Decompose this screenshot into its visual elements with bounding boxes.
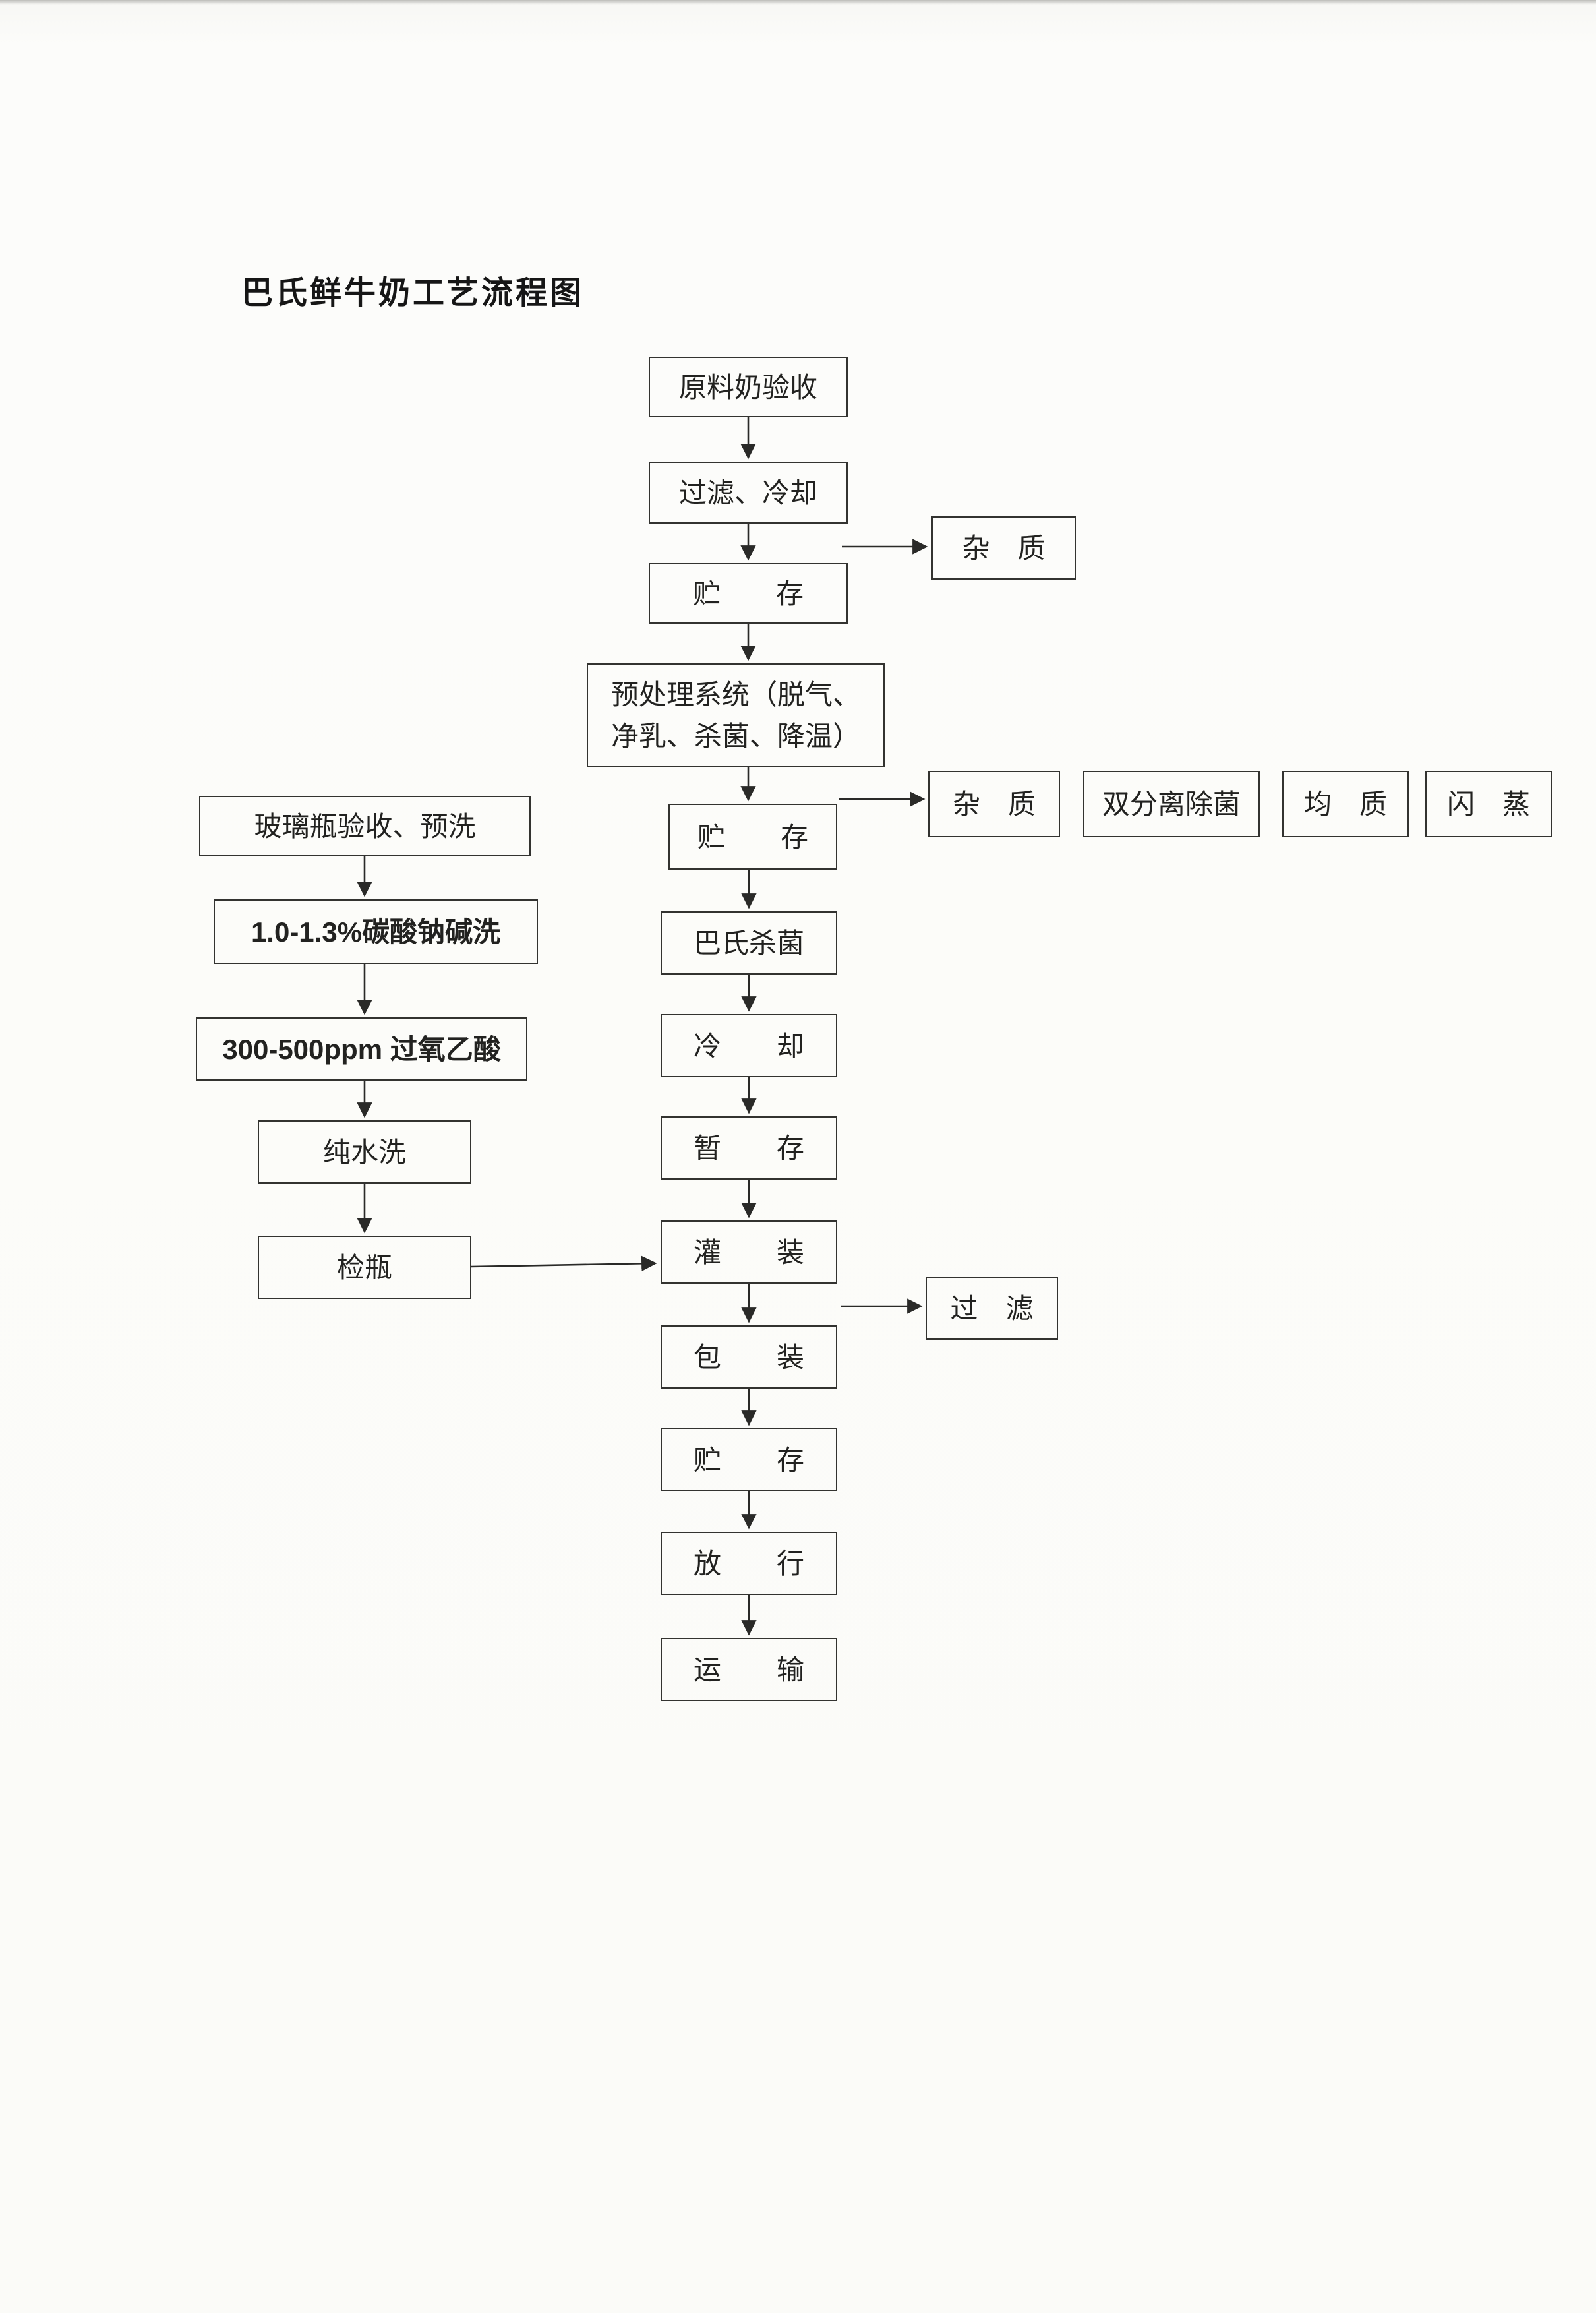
node-filter-cooling: 过滤、冷却 xyxy=(649,462,848,524)
node-alkali-wash: 1.0-1.3%碳酸钠碱洗 xyxy=(214,899,538,964)
arrow-inspect-to-filling xyxy=(471,1255,657,1272)
node-pasteurization: 巴氏杀菌 xyxy=(661,911,837,975)
node-filling: 灌 装 xyxy=(661,1220,837,1284)
node-raw-milk-acceptance: 原料奶验收 xyxy=(649,357,848,417)
node-peracetic-acid-rinse: 300-500ppm 过氧乙酸 xyxy=(196,1017,527,1081)
node-transport: 运 输 xyxy=(661,1638,837,1701)
node-pure-water-wash: 纯水洗 xyxy=(258,1120,471,1184)
node-filtering: 过 滤 xyxy=(926,1277,1058,1340)
node-homogenization: 均 质 xyxy=(1282,771,1409,837)
node-cooling: 冷 却 xyxy=(661,1014,837,1077)
node-storage-3: 贮 存 xyxy=(661,1428,837,1491)
node-dual-separation: 双分离除菌 xyxy=(1083,771,1260,837)
node-impurity-1: 杂 质 xyxy=(931,516,1076,580)
page-title: 巴氏鲜牛奶工艺流程图 xyxy=(241,276,585,311)
node-release: 放 行 xyxy=(661,1532,837,1595)
node-storage-1: 贮 存 xyxy=(649,563,848,624)
node-impurity-2: 杂 质 xyxy=(928,771,1060,837)
node-temporary-storage: 暂 存 xyxy=(661,1116,837,1180)
node-bottle-acceptance: 玻璃瓶验收、预洗 xyxy=(199,796,531,856)
node-bottle-inspection: 检瓶 xyxy=(258,1236,471,1299)
node-storage-2: 贮 存 xyxy=(668,804,837,870)
scanner-edge-artifact xyxy=(0,0,1596,5)
node-packaging: 包 装 xyxy=(661,1325,837,1389)
node-pretreatment-system: 预处理系统（脱气、 净乳、杀菌、降温） xyxy=(587,663,885,767)
node-flash-evaporation: 闪 蒸 xyxy=(1425,771,1552,837)
